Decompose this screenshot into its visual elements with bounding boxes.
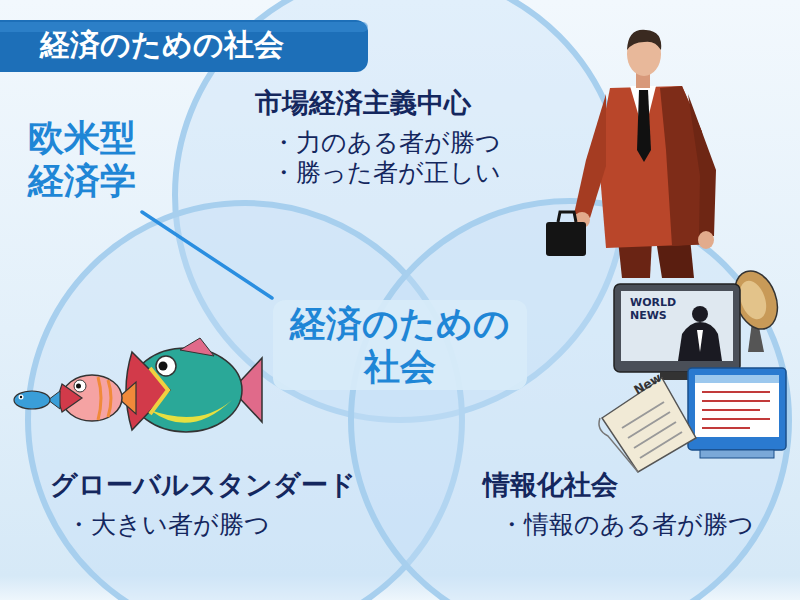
- businessman-figure: [574, 94, 606, 218]
- media-figure: [614, 284, 740, 372]
- title-text: 経済のための社会: [40, 27, 284, 63]
- media-figure: [621, 291, 733, 361]
- fish-figure: [20, 396, 22, 398]
- media-figure: [688, 368, 786, 450]
- businessman-figure: [698, 231, 714, 249]
- businessman-figure: [637, 90, 651, 162]
- media-figure: [599, 418, 638, 472]
- bullet-text: ・力のある者が勝つ: [255, 128, 501, 158]
- fish-figure: [156, 356, 176, 376]
- media-figure: [697, 330, 703, 352]
- fish-figure: [76, 384, 81, 389]
- media-figure: [700, 450, 774, 458]
- fish-figure: [98, 377, 111, 420]
- title-tab: [0, 20, 368, 72]
- text-group: 市場経済主義中心・力のある者が勝つ・勝った者が正しい: [255, 86, 501, 188]
- fish-figure: [74, 380, 86, 392]
- leader-line: [142, 212, 272, 298]
- businessman-figure: [688, 94, 716, 236]
- leader-line: [142, 212, 272, 298]
- businessman-figure: [546, 222, 586, 256]
- businessman-figure: [558, 212, 576, 222]
- side-heading: 欧米型 経済学: [28, 116, 172, 202]
- circle-heading: 市場経済主義中心: [255, 86, 501, 120]
- circle-shape: [351, 201, 789, 600]
- circle-heading: グローバルスタンダード: [50, 468, 356, 502]
- media-figure: [599, 265, 786, 472]
- media-figure: [702, 392, 770, 428]
- bullet-text: ・大きい者が勝つ: [50, 510, 356, 540]
- fish-figure: [14, 338, 262, 432]
- media-figure: [695, 375, 779, 437]
- media-figure: [692, 306, 708, 322]
- fish-figure: [59, 384, 82, 412]
- media-figure: [678, 322, 722, 361]
- center-label: 経済のための 社会: [273, 300, 527, 390]
- text-group: 情報化社会・情報のある者が勝つ: [483, 468, 754, 540]
- fish-figure: [14, 391, 50, 409]
- fish-figure: [159, 362, 168, 371]
- businessman-figure: [627, 30, 661, 50]
- fish-figure: [19, 395, 24, 400]
- businessman-figure: [546, 30, 716, 278]
- fish-figure: [150, 400, 232, 423]
- bullet-text: ・情報のある者が勝つ: [483, 510, 754, 540]
- fish-figure: [180, 338, 214, 356]
- media-figure: [622, 402, 682, 458]
- screen-text: WORLD NEWS: [630, 297, 685, 322]
- title-tab: [0, 20, 368, 72]
- text-group: グローバルスタンダード・大きい者が勝つ: [50, 468, 356, 540]
- bullet-text: ・勝った者が正しい: [255, 158, 501, 188]
- media-figure: [695, 375, 779, 383]
- circle-heading: 情報化社会: [483, 468, 754, 502]
